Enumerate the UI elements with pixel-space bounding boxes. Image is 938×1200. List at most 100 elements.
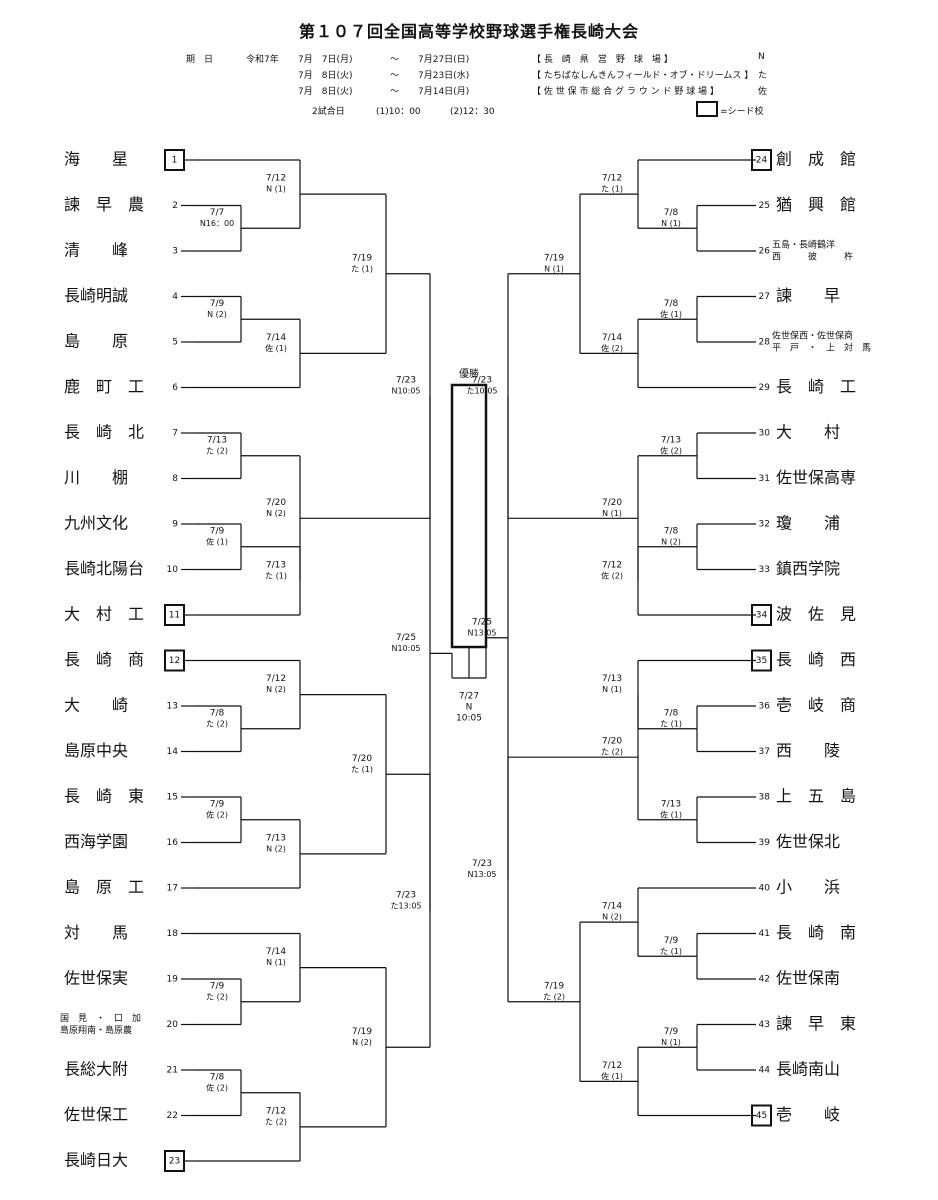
team-number: 25 [759,201,770,211]
match-venue: 佐 (2) [660,445,682,455]
match-date: 7/20 [602,498,622,508]
match-venue: N (2) [266,844,286,853]
team-name-line: 佐世保西・佐世保商 [772,330,853,342]
match-venue: 佐 (2) [601,570,623,580]
match-venue: 佐 (2) [206,809,228,819]
two-games-label: 2試合日 [312,107,345,117]
match-date: 7/8 [664,526,679,536]
team-name: 島原中央 [64,741,128,760]
team-number: 43 [759,1020,770,1030]
match-venue: た (2) [206,719,228,728]
match-date: 7/8 [664,708,679,718]
match-date: 7/13 [602,674,622,684]
match-venue: N (2) [602,913,622,922]
match-venue: た (1) [601,185,623,194]
match-date: 7/20 [352,754,372,764]
match-venue: 佐 (2) [601,343,623,353]
match-date: 7/8 [664,208,679,218]
team-number: 14 [167,747,179,757]
team-number: 27 [759,292,770,302]
match-venue: た (2) [206,992,228,1001]
schedule-tilde: ～ [390,71,400,81]
team-number: 34 [756,611,768,621]
team-number: 13 [167,702,178,712]
schedule-tilde: ～ [390,87,400,97]
team-name: 西 陵 [776,741,840,760]
match-date: 7/13 [661,799,681,809]
team-name: 佐世保工 [64,1105,128,1124]
match-venue: N (2) [266,509,286,518]
match-venue: た (2) [543,992,565,1001]
schedule-to: 7月23日(水) [418,71,470,81]
schedule-from: 7月 7日(月) [298,55,353,65]
team-name: 猶 興 館 [776,195,856,214]
team-number: 20 [167,1020,179,1030]
match-date: 7/9 [664,1027,679,1037]
match-date: 7/9 [210,981,225,991]
schedule-venue-code: N [758,52,765,62]
match-venue: N (1) [266,185,286,194]
team-number: 12 [169,656,180,666]
team-name: 海 星 [64,150,128,169]
schedule-to: 7月14日(月) [418,87,470,97]
match-date: 7/9 [210,526,225,536]
team-number: 8 [172,474,178,484]
match-venue: N13:05 [467,628,496,637]
match-date: 7/19 [352,253,372,263]
team-number: 33 [759,565,770,575]
game-time-1: (1)10：00 [376,107,421,117]
match-venue: N16：00 [200,219,234,228]
match-venue: 佐 (1) [206,536,228,546]
team-number: 44 [759,1066,771,1076]
team-name-line: 国 見 ・ 口 加 [60,1013,141,1024]
team-number: 18 [167,929,179,939]
team-name: 長崎明誠 [64,286,128,305]
team-name: 鎮西学院 [776,559,840,578]
match-venue: た (1) [660,947,682,956]
team-name: 佐世保実 [64,969,128,988]
match-venue: た (1) [660,719,682,728]
team-number: 21 [167,1066,178,1076]
team-name: 島 原 [64,332,128,351]
team-name: 創 成 館 [776,150,856,169]
team-name: 佐世保高専 [776,468,856,487]
team-number: 32 [759,520,770,530]
match-venue: た (2) [601,748,623,757]
team-number: 3 [172,247,178,257]
match-date: 7/19 [544,981,564,991]
team-number: 28 [759,338,771,348]
team-name: 瓊 浦 [776,514,840,533]
final-date: 7/27 [459,692,479,702]
seed-legend-box [696,101,718,117]
match-venue: N (1) [661,1038,681,1047]
team-name: 小 浜 [776,878,840,897]
team-number: 19 [167,975,179,985]
match-venue: た10:05 [466,387,497,396]
team-name: 長 崎 南 [776,923,856,942]
match-venue: N13:05 [467,870,496,879]
match-date: 7/14 [602,333,622,343]
team-name: 壱 岐 [776,1105,840,1124]
match-date: 7/25 [396,633,416,643]
match-venue: 佐 (1) [660,809,682,819]
team-name: 諫 早 東 [776,1014,856,1033]
team-number: 37 [759,747,770,757]
schedule-tilde: ～ [390,55,400,65]
team-number: 17 [167,884,178,894]
team-name: 壱 岐 商 [776,696,856,715]
match-date: 7/12 [266,1106,286,1116]
champion-box [450,383,488,649]
final-time: 10:05 [456,714,482,724]
schedule-venue: 【 長 崎 県 営 野 球 場 】 [532,55,673,65]
match-venue: た (1) [265,571,287,580]
team-name-line: 五島・長崎鶴洋 [772,239,835,251]
team-name: 清 峰 [64,241,128,260]
team-name: 鹿 町 工 [64,377,144,396]
team-number: 41 [759,929,770,939]
match-venue: N (2) [352,1038,372,1047]
team-number: 1 [172,156,178,166]
team-number: 4 [172,292,178,302]
match-venue: N (1) [661,219,681,228]
match-venue: N (2) [661,537,681,546]
